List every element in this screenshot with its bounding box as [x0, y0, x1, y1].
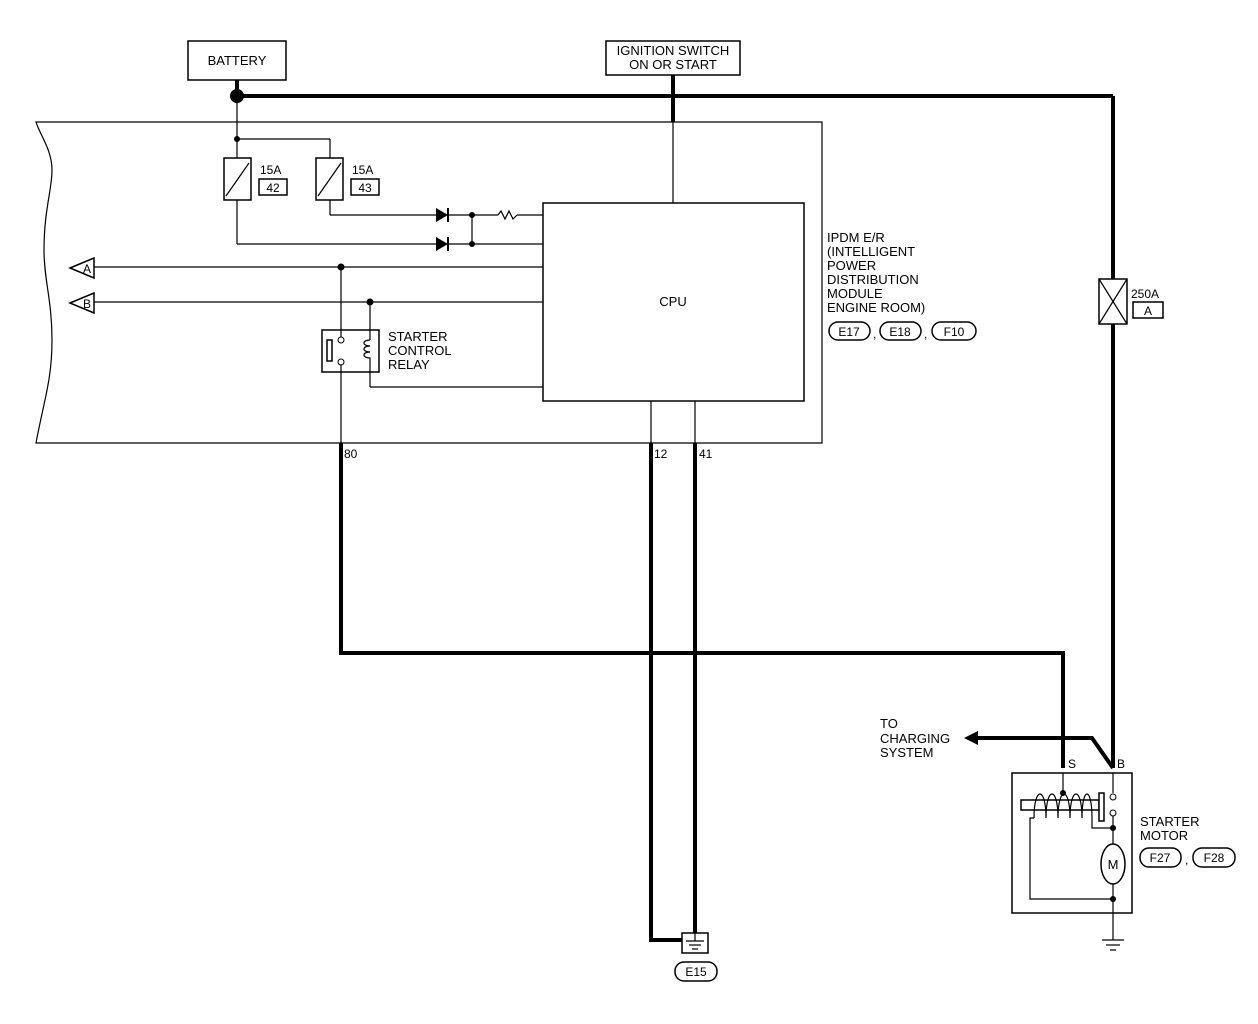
terminal-80: 80: [344, 447, 358, 461]
fuse-42-rating: 15A: [260, 163, 281, 177]
ipdm-connector-e17: E17: [838, 325, 860, 339]
starter-b-contact-top: [1109, 793, 1117, 801]
motor-label: M: [1108, 857, 1119, 872]
fuse-42-number: 42: [266, 181, 280, 195]
cpu-box: [542, 202, 805, 402]
connector-a-flag: [68, 256, 95, 280]
ground-e15-connector: E15: [685, 965, 707, 979]
fuse-43-number: 43: [358, 181, 372, 195]
starter-connector-f27-box: [1139, 847, 1182, 868]
resistor: [497, 209, 518, 221]
starter-label-2: MOTOR: [1140, 828, 1188, 843]
starter-connector-f27: F27: [1150, 851, 1171, 865]
starter-internal-wire: [1091, 818, 1113, 829]
solenoid-junction: [1060, 790, 1066, 796]
wire-80-to-starter-s: [339, 443, 1065, 768]
battery-label: BATTERY: [208, 53, 267, 68]
ipdm-connector-e17-box: [828, 321, 871, 341]
ignition-switch-box: [605, 40, 741, 76]
fuse-43-rating: 15A: [352, 163, 373, 177]
solenoid-return-wire: [1029, 817, 1113, 900]
connector-a-label: A: [83, 262, 91, 276]
ipdm-connector-f10: F10: [944, 325, 965, 339]
ipdm-connector-e18: E18: [889, 325, 911, 339]
starter-label-1: STARTER: [1140, 814, 1199, 829]
relay-label-1: STARTER: [388, 329, 447, 344]
fuse-42-number-box: [258, 178, 288, 196]
starter-connector-sep: ,: [1185, 853, 1188, 867]
ipdm-connector-e18-box: [879, 321, 922, 341]
cpu-label: CPU: [659, 294, 686, 309]
main-fuse-cross-2: [1098, 278, 1128, 325]
starter-terminal-b: B: [1117, 757, 1125, 771]
ipdm-label-6: ENGINE ROOM): [827, 300, 925, 315]
main-fuse-number: A: [1144, 304, 1152, 318]
diode-lower: [436, 237, 448, 251]
charging-label-1: TO: [880, 716, 898, 731]
ipdm-label-2: (INTELLIGENT: [827, 244, 915, 259]
wire-12-to-ground: [649, 443, 682, 942]
charging-label-2: CHARGING: [880, 731, 950, 746]
starter-terminal-s: S: [1068, 757, 1076, 771]
charging-arrow: [964, 731, 978, 745]
relay-label-3: RELAY: [388, 357, 430, 372]
ipdm-label-4: DISTRIBUTION: [827, 272, 919, 287]
main-fuse-number-box: [1132, 301, 1164, 319]
ground-e15-connector-box: [674, 961, 718, 982]
diode-upper: [436, 208, 448, 222]
ipdm-label-1: IPDM E/R: [827, 230, 885, 245]
ipdm-connector-sep-1: ,: [873, 327, 876, 341]
ipdm-outline: [35, 121, 823, 444]
ignition-line1: IGNITION SWITCH: [617, 43, 730, 58]
relay-contact-bottom: [337, 358, 345, 366]
motor-ground-junction: [1110, 896, 1116, 902]
charging-wire: [975, 736, 1115, 770]
ipdm-label-5: MODULE: [827, 286, 883, 301]
main-fuse-rating: 250A: [1131, 287, 1159, 301]
terminal-41: 41: [699, 447, 713, 461]
charging-label-3: SYSTEM: [880, 745, 933, 760]
terminal-12: 12: [654, 447, 668, 461]
starter-connector-f28: F28: [1204, 851, 1225, 865]
starter-connector-f28-box: [1192, 847, 1236, 868]
starter-b-contact-bottom: [1109, 809, 1117, 817]
ipdm-connector-f10-box: [931, 321, 977, 341]
connector-b-flag: [68, 291, 95, 315]
ipdm-connector-sep-2: ,: [924, 327, 927, 341]
relay-label-2: CONTROL: [388, 343, 452, 358]
connector-b-label: B: [83, 297, 91, 311]
ignition-line2: ON OR START: [629, 57, 717, 72]
relay-contact-top: [337, 336, 345, 344]
relay-armature: [326, 339, 333, 362]
fuse-43-element: [317, 162, 342, 197]
ipdm-label-3: POWER: [827, 258, 876, 273]
relay-coil: [363, 339, 371, 362]
fuse-42-element: [225, 162, 250, 197]
fuse-43-number-box: [350, 178, 380, 196]
solenoid-contact-bar: [1098, 792, 1105, 822]
